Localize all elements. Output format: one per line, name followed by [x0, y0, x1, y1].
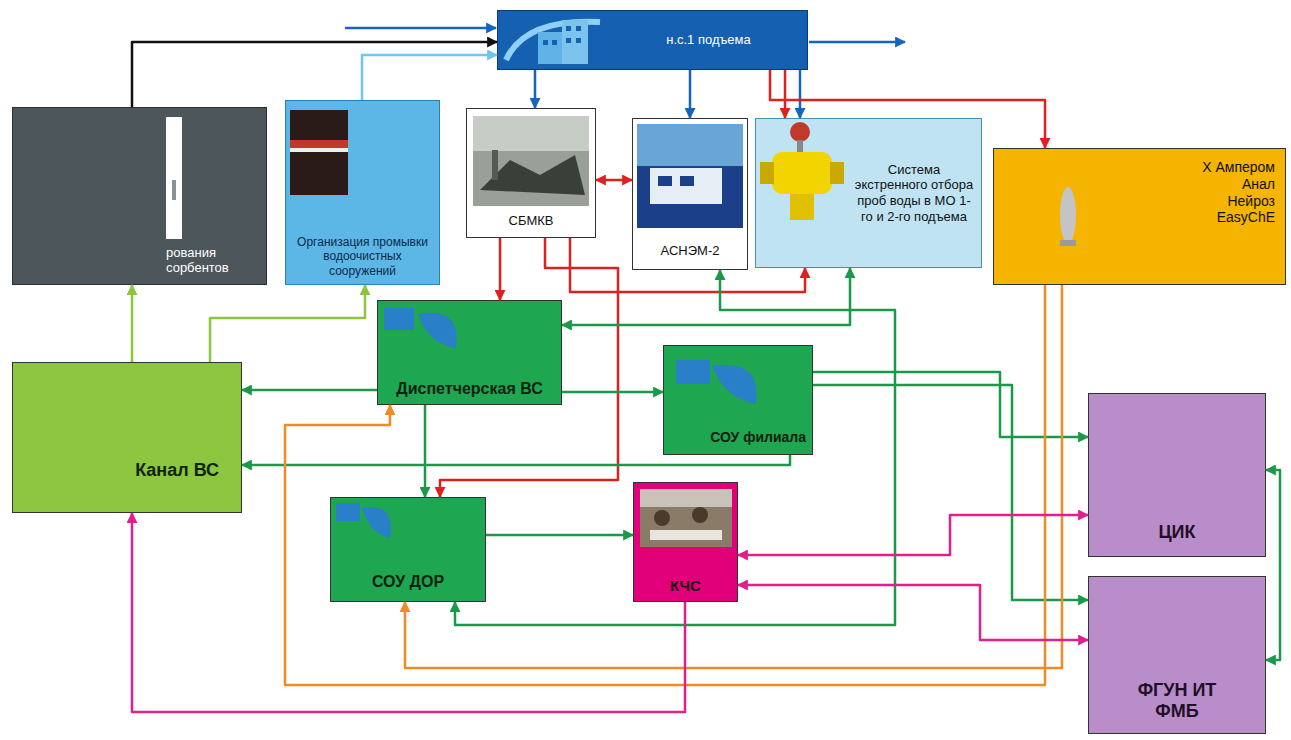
box-label: КЧС: [638, 577, 733, 595]
box-label: ЦИК: [1095, 522, 1259, 544]
inflow-arrow: [345, 27, 496, 30]
box-label: рования сорбентов: [166, 245, 260, 276]
connector: [799, 70, 802, 118]
computer-icon: [676, 360, 757, 404]
process-box: н.с.1 подъема: [497, 10, 808, 70]
connector: [486, 534, 633, 537]
box-label: Система экстренного отбора проб воды в М…: [853, 162, 975, 224]
box-label: н.с.1 подъема: [618, 32, 799, 48]
process-box: АСНЭМ-2: [632, 118, 748, 270]
connector: [455, 270, 895, 625]
station-photo: [473, 116, 589, 206]
connector: [132, 42, 497, 107]
connector: [440, 238, 618, 497]
connector: [362, 55, 497, 100]
connector: [131, 285, 134, 362]
connector: [424, 405, 427, 497]
connector: [784, 70, 787, 118]
flushing-photo: [290, 110, 348, 195]
process-box: СБМКВ: [466, 108, 596, 238]
connector: [738, 585, 1088, 640]
computer-icon: [384, 308, 457, 348]
process-box: Х Ампером Анал Нейроз EasyChE: [993, 148, 1286, 285]
connector: [813, 385, 1088, 600]
box-label: Организация промывки водоочистных сооруж…: [292, 235, 433, 278]
process-box: ФГУН ИТ ФМБ: [1088, 576, 1266, 734]
connector: [570, 238, 805, 292]
building-icon: [506, 20, 600, 64]
connector: [689, 70, 692, 118]
process-box: КЧС: [633, 482, 738, 602]
connector: [813, 372, 1088, 437]
connector: [596, 179, 632, 182]
process-box: Система экстренного отбора проб воды в М…: [755, 118, 982, 268]
process-box: ЦИК: [1088, 393, 1266, 557]
process-box: Организация промывки водоочистных сооруж…: [285, 100, 440, 285]
box-label: АСНЭМ-2: [637, 243, 743, 259]
connector: [242, 455, 790, 465]
process-box: Канал ВС: [12, 362, 242, 513]
connector: [132, 513, 685, 712]
connector: [562, 268, 850, 325]
monitor-station-photo: [637, 124, 743, 228]
connector: [534, 70, 537, 108]
sorbent-bar: [166, 117, 182, 239]
connector: [242, 389, 377, 392]
box-label: СОУ филиала: [670, 429, 806, 446]
connector: [770, 70, 1045, 148]
process-box: СОУ ДОР: [330, 497, 486, 602]
box-label: ФГУН ИТ ФМБ: [1125, 680, 1229, 723]
process-box: Диспетчерская ВС: [377, 300, 562, 405]
outflow-arrow: [809, 41, 905, 44]
connector: [738, 515, 1088, 555]
connector: [562, 391, 663, 394]
connector: [499, 238, 502, 300]
connector: [210, 285, 365, 362]
box-label: СБМКВ: [471, 213, 591, 229]
analyzer-figure: [1060, 187, 1076, 246]
process-box: СОУ филиала: [663, 345, 813, 455]
computer-icon: [336, 503, 391, 538]
box-label: Канал ВС: [21, 460, 219, 482]
meeting-photo: [640, 489, 732, 547]
process-box: рования сорбентов: [12, 107, 267, 285]
connector: [285, 285, 1045, 685]
connector: [1266, 470, 1280, 660]
box-label: Х Ампером Анал Нейроз EasyChE: [1192, 159, 1275, 226]
box-label: Диспетчерская ВС: [382, 379, 557, 398]
valve-symbol: [760, 122, 844, 220]
connector: [405, 285, 1062, 668]
box-label: СОУ ДОР: [335, 572, 481, 591]
